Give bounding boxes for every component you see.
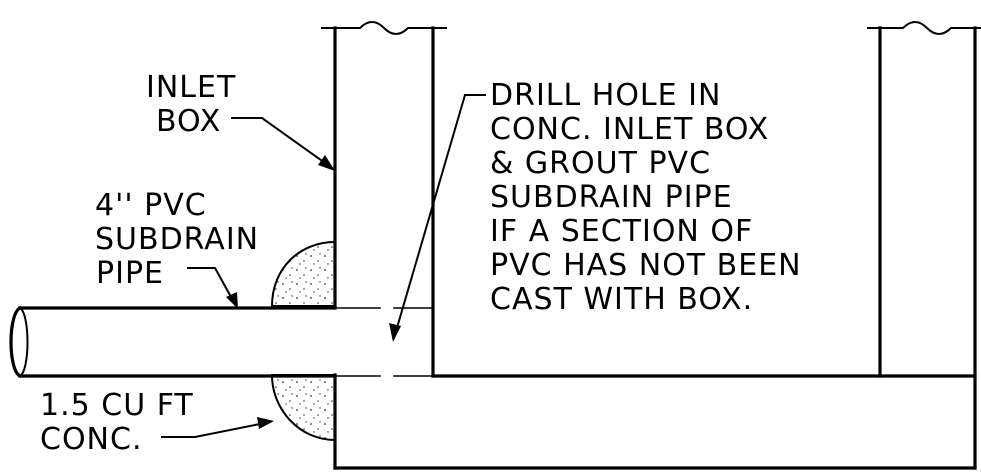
- concrete-grout-lower: [270, 374, 336, 441]
- pvc-subdrain-pipe: [9, 305, 434, 379]
- note-line: & GROUT PVC: [490, 146, 711, 181]
- label-pvc-subdrain-pipe: 4'' PVC SUBDRAIN PIPE: [95, 188, 270, 291]
- label-pvc-line: 4'' PVC: [95, 188, 207, 223]
- note-line: DRILL HOLE IN: [490, 78, 721, 113]
- label-pvc-line: SUBDRAIN: [95, 222, 259, 257]
- leader-drill-note: [389, 94, 486, 342]
- leader-inlet-box: [231, 117, 335, 171]
- label-concrete-line: CONC.: [40, 422, 143, 457]
- label-inlet-box: INLET BOX: [146, 70, 247, 139]
- label-concrete: 1.5 CU FT CONC.: [40, 388, 204, 457]
- note-line: SUBDRAIN PIPE: [490, 180, 733, 215]
- label-inlet-box-line: BOX: [156, 104, 221, 139]
- leader-concrete: [161, 417, 274, 438]
- inlet-box-right-wall: [867, 21, 981, 470]
- concrete-grout-upper: [270, 240, 336, 307]
- drill-hole-note: DRILL HOLE IN CONC. INLET BOX & GROUT PV…: [490, 78, 812, 317]
- note-line: PVC HAS NOT BEEN: [490, 248, 802, 283]
- note-line: CONC. INLET BOX: [490, 112, 769, 147]
- inlet-box-floor: [333, 374, 977, 470]
- label-inlet-box-line: INLET: [146, 70, 236, 105]
- inlet-box-left-wall: [321, 21, 447, 470]
- leader-pvc-pipe: [187, 267, 238, 309]
- label-pvc-line: PIPE: [96, 256, 164, 291]
- label-concrete-line: 1.5 CU FT: [40, 388, 194, 423]
- note-line: IF A SECTION OF: [490, 214, 753, 249]
- note-line: CAST WITH BOX.: [490, 282, 753, 317]
